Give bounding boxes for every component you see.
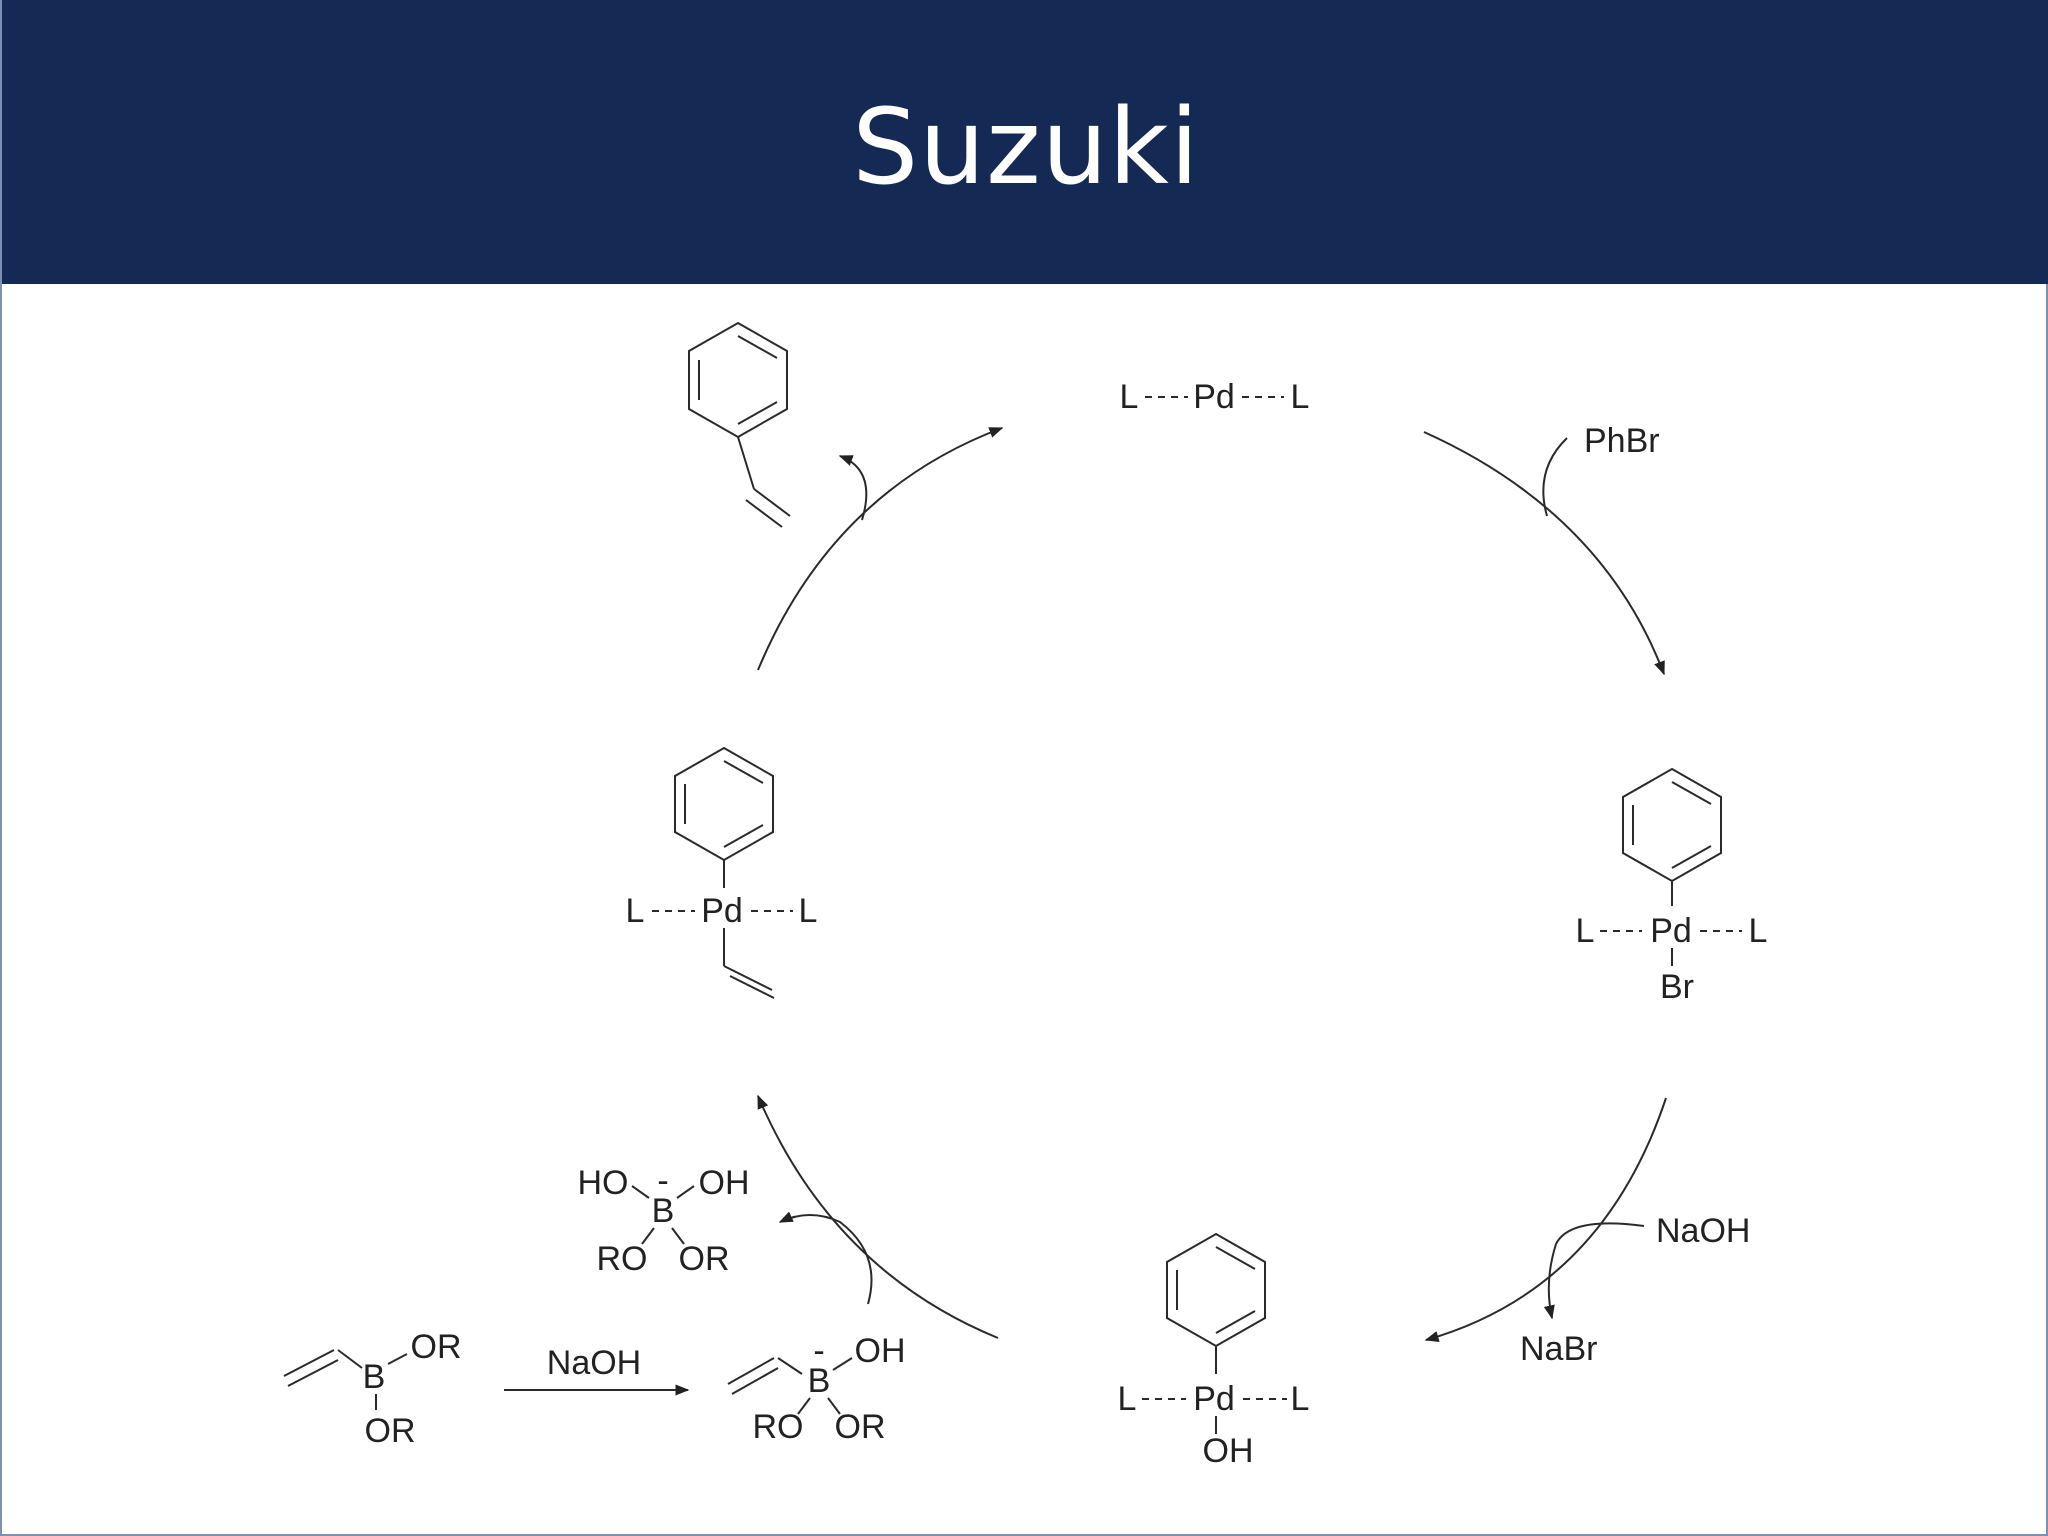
pd-diorgano-vinyl-double-bond [729, 975, 775, 999]
styrene-product [688, 321, 791, 528]
ate-vinyl-double-bond [727, 1357, 775, 1385]
pd-hydroxide-ligand-left: L [1118, 1380, 1137, 1418]
ate-or-bond [827, 1397, 841, 1415]
pd-bromide-ligand-right: L [1749, 912, 1768, 950]
pd-hydroxide-complex: L Pd L OH [1118, 1232, 1310, 1470]
ate-ro: RO [753, 1408, 804, 1446]
borate-oh-bond [676, 1185, 695, 1199]
naoh-label-activation: NaOH [547, 1344, 641, 1382]
borate-ho: HO [578, 1164, 629, 1202]
pd-bromide-ligand-left: L [1576, 912, 1595, 950]
pd-hydroxide-ligand: OH [1203, 1432, 1254, 1470]
boronate-or-bond-top [387, 1353, 408, 1365]
pd-bromide-metal: Pd [1650, 912, 1692, 950]
pd-bromide-benzene-ring [1622, 767, 1722, 883]
borate-or: OR [679, 1240, 730, 1278]
catalyst-ligand-right: L [1291, 378, 1310, 416]
borate-exit-arrow [778, 1211, 873, 1305]
borate-ro: RO [597, 1240, 648, 1278]
pd-diorgano-ring-double-bond [723, 760, 764, 784]
ate-ro-bond [797, 1397, 811, 1415]
phbr-label: PhBr [1584, 422, 1660, 460]
boronate-vinyl-double-bond [287, 1359, 339, 1387]
cycle-arrow-top-right [1423, 431, 1665, 676]
nabr-label: NaBr [1520, 1330, 1597, 1368]
pd-hydroxide-ring-double-bond [1215, 1310, 1256, 1334]
boronate-or-top: OR [411, 1328, 462, 1366]
borate-ho-bond [631, 1185, 650, 1199]
ate-vinyl-bond [777, 1357, 803, 1375]
nabr-exit-arrow [1543, 1243, 1557, 1320]
pd-diorgano-complex: L Pd L [626, 746, 818, 999]
borate-or-bond [671, 1227, 685, 1245]
styrene-ring-double-bond [737, 401, 778, 425]
cycle-arrow-bottom-right [1424, 1097, 1667, 1342]
boronate-boron: B [363, 1358, 386, 1396]
borate-ro-bond [641, 1227, 655, 1245]
pd-diorgano-vinyl-double-bond [723, 965, 773, 991]
ate-vinyl-double-bond [731, 1367, 779, 1395]
catalyst-metal: Pd [1193, 378, 1235, 416]
boronate-vinyl-bond [337, 1349, 363, 1369]
borate-charge: - [657, 1162, 668, 1200]
pd-diorgano-ligand-right: L [799, 892, 818, 930]
ate-oh-bond [832, 1357, 853, 1371]
naoh-entry-arrow [1555, 1222, 1645, 1245]
pd-bromide-complex: L Pd L Br [1576, 767, 1768, 1006]
title-bar: Suzuki [2, 0, 2048, 284]
ate-oh: OH [855, 1332, 906, 1370]
boronate-vinyl-double-bond [283, 1349, 335, 1377]
pd-diorgano-metal: Pd [701, 892, 743, 930]
pd-diorgano-benzene-ring [674, 746, 774, 862]
phbr-entry-arrow [1542, 437, 1568, 517]
styrene-vinyl-double-bond [753, 488, 791, 517]
borate-boron: B [652, 1192, 675, 1230]
pd-diorgano-ring-double-bond [723, 824, 764, 848]
ate-charge: - [813, 1332, 824, 1370]
ate-boron: B [808, 1362, 831, 1400]
styrene-vinyl-double-bond [745, 499, 783, 528]
pd-hydroxide-ring-double-bond [1215, 1246, 1256, 1270]
cycle-arrow-bottom-left [757, 1094, 999, 1339]
pd-hydroxide-benzene-ring [1166, 1232, 1266, 1348]
vinyl-boronate-ester: B OR OR [283, 1328, 462, 1450]
catalyst-complex: L Pd L [1120, 378, 1310, 416]
styrene-benzene-ring [688, 321, 788, 439]
pd-bromide-ring-double-bond [1671, 781, 1712, 805]
pd-diorgano-ligand-left: L [626, 892, 645, 930]
boronate-or-bottom: OR [365, 1412, 416, 1450]
borate-byproduct: HO - B OH RO OR [578, 1162, 750, 1278]
pd-bromide-ring-double-bond [1671, 845, 1712, 869]
ate-or: OR [835, 1408, 886, 1446]
slide-title: Suzuki [852, 86, 1200, 208]
catalyst-ligand-left: L [1120, 378, 1139, 416]
pd-bromide-halide: Br [1660, 968, 1694, 1006]
styrene-vinyl-bond [737, 436, 755, 490]
naoh-label-right: NaOH [1656, 1212, 1750, 1250]
pd-hydroxide-ligand-right: L [1291, 1380, 1310, 1418]
cycle-arrow-top-left [757, 427, 1004, 671]
boronate-ate-complex: - B OH RO OR [727, 1332, 906, 1446]
pd-hydroxide-metal: Pd [1193, 1380, 1235, 1418]
styrene-ring-double-bond [737, 335, 778, 359]
product-exit-arrow [838, 455, 868, 521]
borate-oh: OH [699, 1164, 750, 1202]
